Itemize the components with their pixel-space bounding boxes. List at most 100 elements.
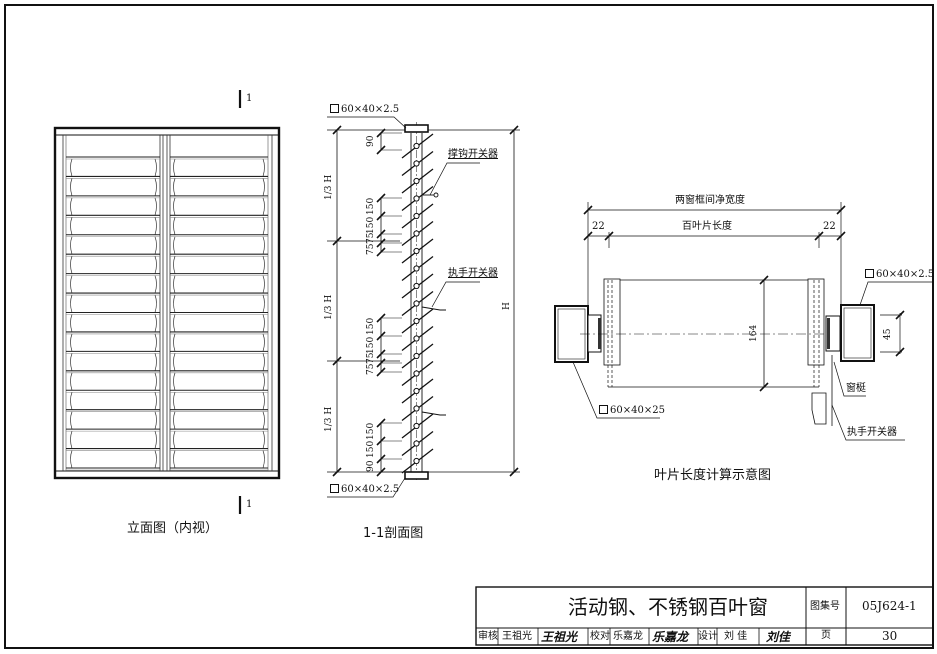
title-block-border [475,586,934,646]
slat-end-curve [262,294,265,313]
drawing-title: 活动钢、不锈钢百叶窗 [568,595,768,619]
section-blades [401,133,434,474]
slat-end-curve [154,217,157,235]
slat-end-curve [154,158,157,177]
slat-end-curve [70,353,73,371]
third-label-2: 1/3 H [324,294,334,320]
bottom-profile-tube [404,471,429,480]
handle-switch-body [811,392,827,425]
slat-end-curve [262,236,265,255]
blade-pivot [413,422,420,430]
calc-dimension-ticks [583,205,905,392]
fraction-var: H [324,174,334,183]
slat-end-curve [70,217,73,235]
hook-switch-leader [429,162,480,196]
slat-end-curve [154,256,157,274]
dim-tick [332,236,342,246]
dim-tick [332,125,342,135]
slat-end-curve [262,450,265,469]
slat-end-curve [70,450,73,469]
slat-end-curve [70,430,73,449]
right-offset-label: 22 [823,221,836,232]
third-label-3: 1/3 H [324,406,334,432]
blade-pivot [413,317,420,325]
dim-top-gap: 90 [366,135,376,147]
fraction-den: 3 [324,185,334,192]
slat-end-curve [262,430,265,449]
slat-end-curve [154,294,157,313]
slat-end-curve [154,450,157,469]
right-frame-tube [840,304,875,362]
profile-text: 60×40×2.5 [876,269,935,280]
slat-end-curve [262,158,265,177]
blade-pivot [413,195,420,202]
slat-end-curve [70,372,73,391]
slat-end-curve [173,275,176,294]
fraction-var: H [324,406,334,415]
slat-end-curve [173,256,176,274]
left-profile-leader [572,361,660,419]
blade-pivot [413,247,420,255]
handle-switch-leader-calc [831,404,905,441]
mullion-leader [833,361,866,397]
slat-end-curve [173,178,176,196]
blade-pivot [413,370,420,377]
slat-end-curve [173,372,176,391]
slat-end-curve [173,197,176,216]
slat-end-curve [154,430,157,449]
dim-tick [604,231,614,241]
slat-end-curve [262,197,265,216]
fraction-den: 3 [324,417,334,424]
slat-end-curve [173,450,176,469]
blade-pivot [413,387,420,395]
slat-end-curve [262,392,265,410]
slat-end-curve [173,158,176,177]
blade-height-label: 164 [749,324,759,342]
dim-75-a: 75 [366,232,376,244]
slat-end-curve [70,392,73,410]
atlas-number: 05J624-1 [862,599,917,613]
slat-end-curve [262,217,265,235]
blade-pivot [413,177,420,185]
calc-caption: 叶片长度计算示意图 [654,468,772,483]
handle-switch-label: 执手开关器 [448,268,498,279]
slat-end-curve [154,392,157,410]
blade-pivot [413,282,420,290]
third-label-1: 1/3 H [324,174,334,200]
slat-end-curve [70,333,73,352]
slat-end-curve [70,294,73,313]
title-block-frame [475,586,934,646]
checker-signature: 乐嘉龙 [652,630,689,644]
left-offset-label: 22 [592,221,605,232]
blade-pivot [413,405,420,412]
dim-tick [509,467,519,477]
slat-end-curve [70,411,73,430]
slat-end-curve [70,197,73,216]
hook-switch-label: 撑钩开关器 [448,149,498,160]
slat-end-curve [173,392,176,410]
square-tube-icon [599,405,608,414]
designer-name: 刘 佳 [724,631,748,642]
dim-tick [332,356,342,366]
slat-end-curve [154,197,157,216]
reviewer-role: 审核 [478,631,498,642]
section-marker-top-label: 1 [246,93,253,104]
top-profile-tube [404,124,429,133]
slat-end-curve [262,353,265,371]
slat-end-curve [173,353,176,371]
hook-switch-knob [433,192,439,198]
section-bottom-profile-label: 60×40×2.5 [330,484,399,495]
slat-end-curve [154,353,157,371]
net-width-label: 两窗框间净宽度 [675,195,745,206]
left-bracket-plate [598,318,601,349]
slat-end-curve [173,333,176,352]
slat-end-curve [70,158,73,177]
elevation-caption: 立面图（内视） [127,521,219,536]
calc-diagram [554,202,933,441]
fraction-den: 3 [324,305,334,312]
section-caption: 1-1剖面图 [363,526,424,541]
blade-pivot [413,212,420,220]
blade-pivot [413,300,420,307]
dim-150-f: 150 [366,440,376,458]
